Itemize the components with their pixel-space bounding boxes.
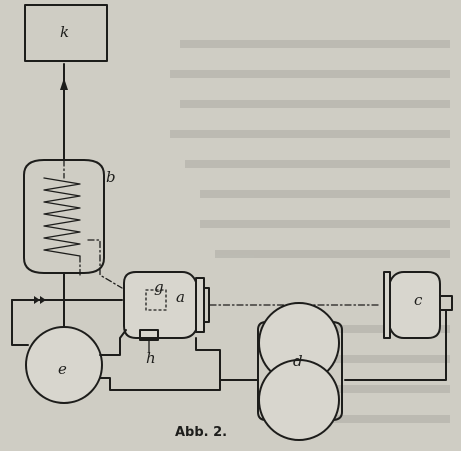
coil-icon xyxy=(43,177,81,257)
unit-d: d xyxy=(257,302,343,441)
vessel-b-body xyxy=(23,159,105,274)
label-b: b xyxy=(106,168,116,186)
unit-c-cap xyxy=(439,295,453,311)
pipe-left-loop xyxy=(11,299,29,346)
return-pipe-c xyxy=(344,309,447,381)
unit-d-frame xyxy=(257,321,343,421)
unit-a-flange xyxy=(195,277,205,333)
label-h: h xyxy=(146,349,156,367)
label-d: d xyxy=(293,352,303,370)
vessel-b: b xyxy=(23,159,116,276)
pipe-e-to-a xyxy=(99,329,127,356)
box-k xyxy=(24,4,108,62)
arrow-right-icon xyxy=(40,296,46,304)
arrow-up-icon xyxy=(60,78,68,90)
element-h: h xyxy=(139,329,159,367)
box-g xyxy=(145,289,167,311)
pipe-d-to-a xyxy=(195,337,259,381)
apparatus-k: k xyxy=(24,4,108,62)
vessel-e: e xyxy=(25,326,103,404)
unit-c-body xyxy=(389,271,441,339)
unit-c: c xyxy=(383,271,453,339)
label-a: a xyxy=(176,288,185,306)
unit-a: a xyxy=(123,271,210,339)
roller-bottom xyxy=(258,359,340,441)
unit-c-flange xyxy=(383,271,391,339)
signal-line-b xyxy=(87,239,123,289)
vessel-e-body xyxy=(25,326,103,404)
label-g: g xyxy=(154,278,164,296)
figure-caption: Abb. 2. xyxy=(175,425,227,440)
arrow-right-icon-2 xyxy=(34,296,40,304)
label-c: c xyxy=(414,291,423,309)
label-k: k xyxy=(60,23,69,41)
element-g: g xyxy=(145,278,167,311)
label-e: e xyxy=(58,360,67,378)
pipe-e-to-d xyxy=(99,377,221,391)
unit-a-nozzle xyxy=(203,287,210,323)
